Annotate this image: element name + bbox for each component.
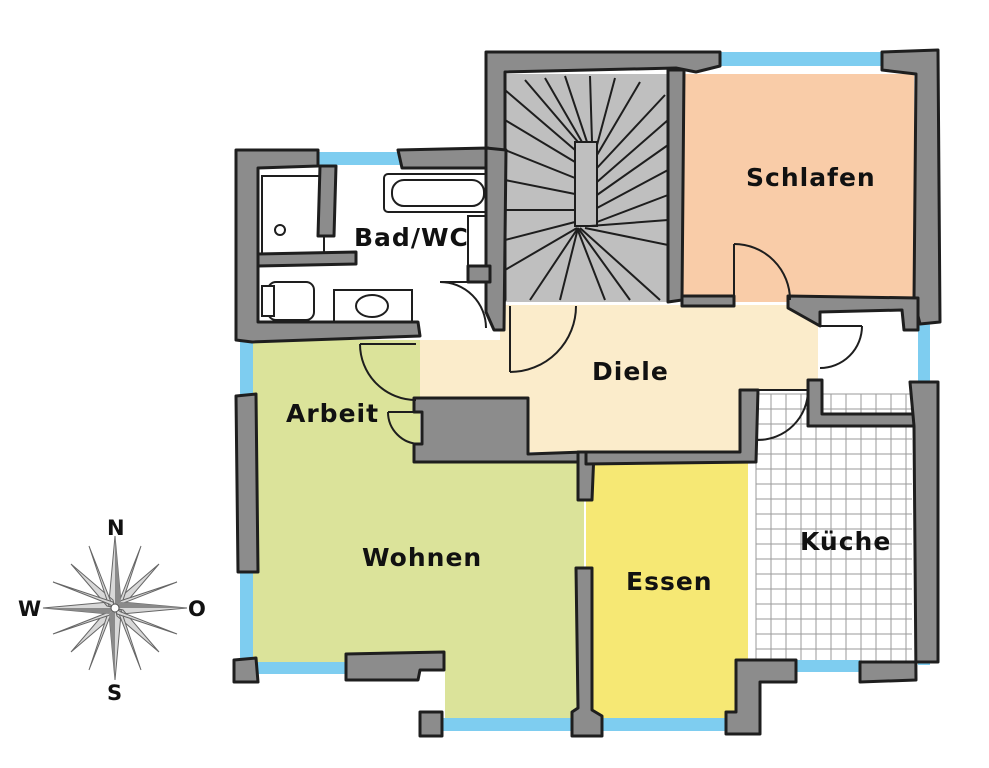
room-fill-schlafen (682, 74, 914, 302)
compass-rose-icon (42, 535, 188, 681)
room-label-bad: Bad/WC (354, 223, 469, 252)
compass-south-label: S (107, 681, 122, 705)
compass-west-label: W (18, 597, 41, 621)
kitchen-tiles (755, 393, 912, 662)
room-label-kueche: Küche (800, 527, 891, 556)
room-fill-wohnen (252, 340, 584, 718)
room-label-arbeit: Arbeit (286, 399, 379, 428)
room-fill-diele (420, 305, 818, 452)
compass-east-label: O (188, 597, 206, 621)
room-label-diele: Diele (592, 357, 669, 386)
staircase (504, 75, 669, 301)
room-label-essen: Essen (626, 567, 713, 596)
room-fill-essen (586, 462, 748, 718)
shower-icon (261, 175, 325, 255)
room-label-schlafen: Schlafen (746, 163, 876, 192)
doors (359, 243, 863, 445)
room-label-wohnen: Wohnen (362, 543, 482, 572)
walls (232, 48, 942, 738)
compass-north-label: N (107, 516, 125, 540)
